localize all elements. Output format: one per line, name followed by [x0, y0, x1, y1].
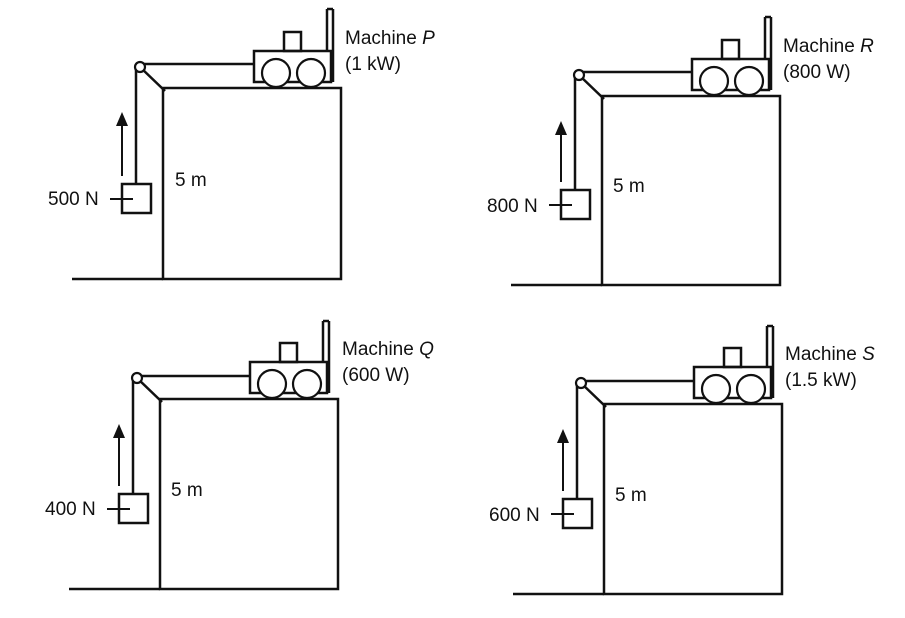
- machine-wheel: [291, 368, 323, 400]
- machine-wheel: [295, 57, 327, 89]
- machine-wheel: [733, 65, 765, 97]
- machine-cab: [720, 38, 741, 61]
- machine-name: Machine P: [345, 28, 435, 49]
- pulley-wheel: [130, 371, 144, 385]
- machine-cab: [278, 341, 299, 364]
- load-label: 800 N: [487, 196, 538, 217]
- load-label: 600 N: [489, 505, 540, 526]
- machine-wheel: [735, 373, 767, 405]
- arrow-head-icon: [557, 429, 569, 443]
- machine-wheel: [700, 373, 732, 405]
- arrow-head-icon: [555, 121, 567, 135]
- arrow-head-icon: [116, 112, 128, 126]
- machine-power: (800 W): [783, 62, 851, 83]
- machine-s: [692, 324, 775, 405]
- arrow-head-icon: [113, 424, 125, 438]
- pulley-wheel: [572, 68, 586, 82]
- load-label: 500 N: [48, 189, 99, 210]
- machine-power: (1.5 kW): [785, 370, 857, 391]
- height-label: 5 m: [615, 485, 647, 506]
- machine-power: (1 kW): [345, 54, 401, 75]
- machine-p: [252, 7, 335, 89]
- panel-machine-q: 400 N 5 m Machine Q (600 W): [45, 319, 434, 591]
- machine-name: Machine S: [785, 344, 875, 365]
- building: [161, 86, 343, 281]
- building: [602, 402, 784, 596]
- building: [158, 397, 340, 591]
- machine-q: [248, 319, 331, 400]
- machine-wheel: [256, 368, 288, 400]
- panel-machine-p: 500 N 5 m Machine P (1 kW): [48, 7, 435, 281]
- load-label: 400 N: [45, 499, 96, 520]
- machine-r: [690, 15, 773, 97]
- height-label: 5 m: [175, 170, 207, 191]
- machine-cab: [722, 346, 743, 369]
- machine-cab: [282, 30, 303, 53]
- building: [600, 94, 782, 287]
- panel-machine-r: 800 N 5 m Machine R (800 W): [487, 15, 874, 287]
- pulley-wheel: [133, 60, 147, 74]
- machine-wheel: [260, 57, 292, 89]
- pulley-wheel: [574, 376, 588, 390]
- height-label: 5 m: [171, 480, 203, 501]
- machine-name: Machine R: [783, 36, 874, 57]
- machine-power: (600 W): [342, 365, 410, 386]
- panel-machine-s: 600 N 5 m Machine S (1.5 kW): [489, 324, 875, 596]
- machine-name: Machine Q: [342, 339, 434, 360]
- height-label: 5 m: [613, 176, 645, 197]
- machine-wheel: [698, 65, 730, 97]
